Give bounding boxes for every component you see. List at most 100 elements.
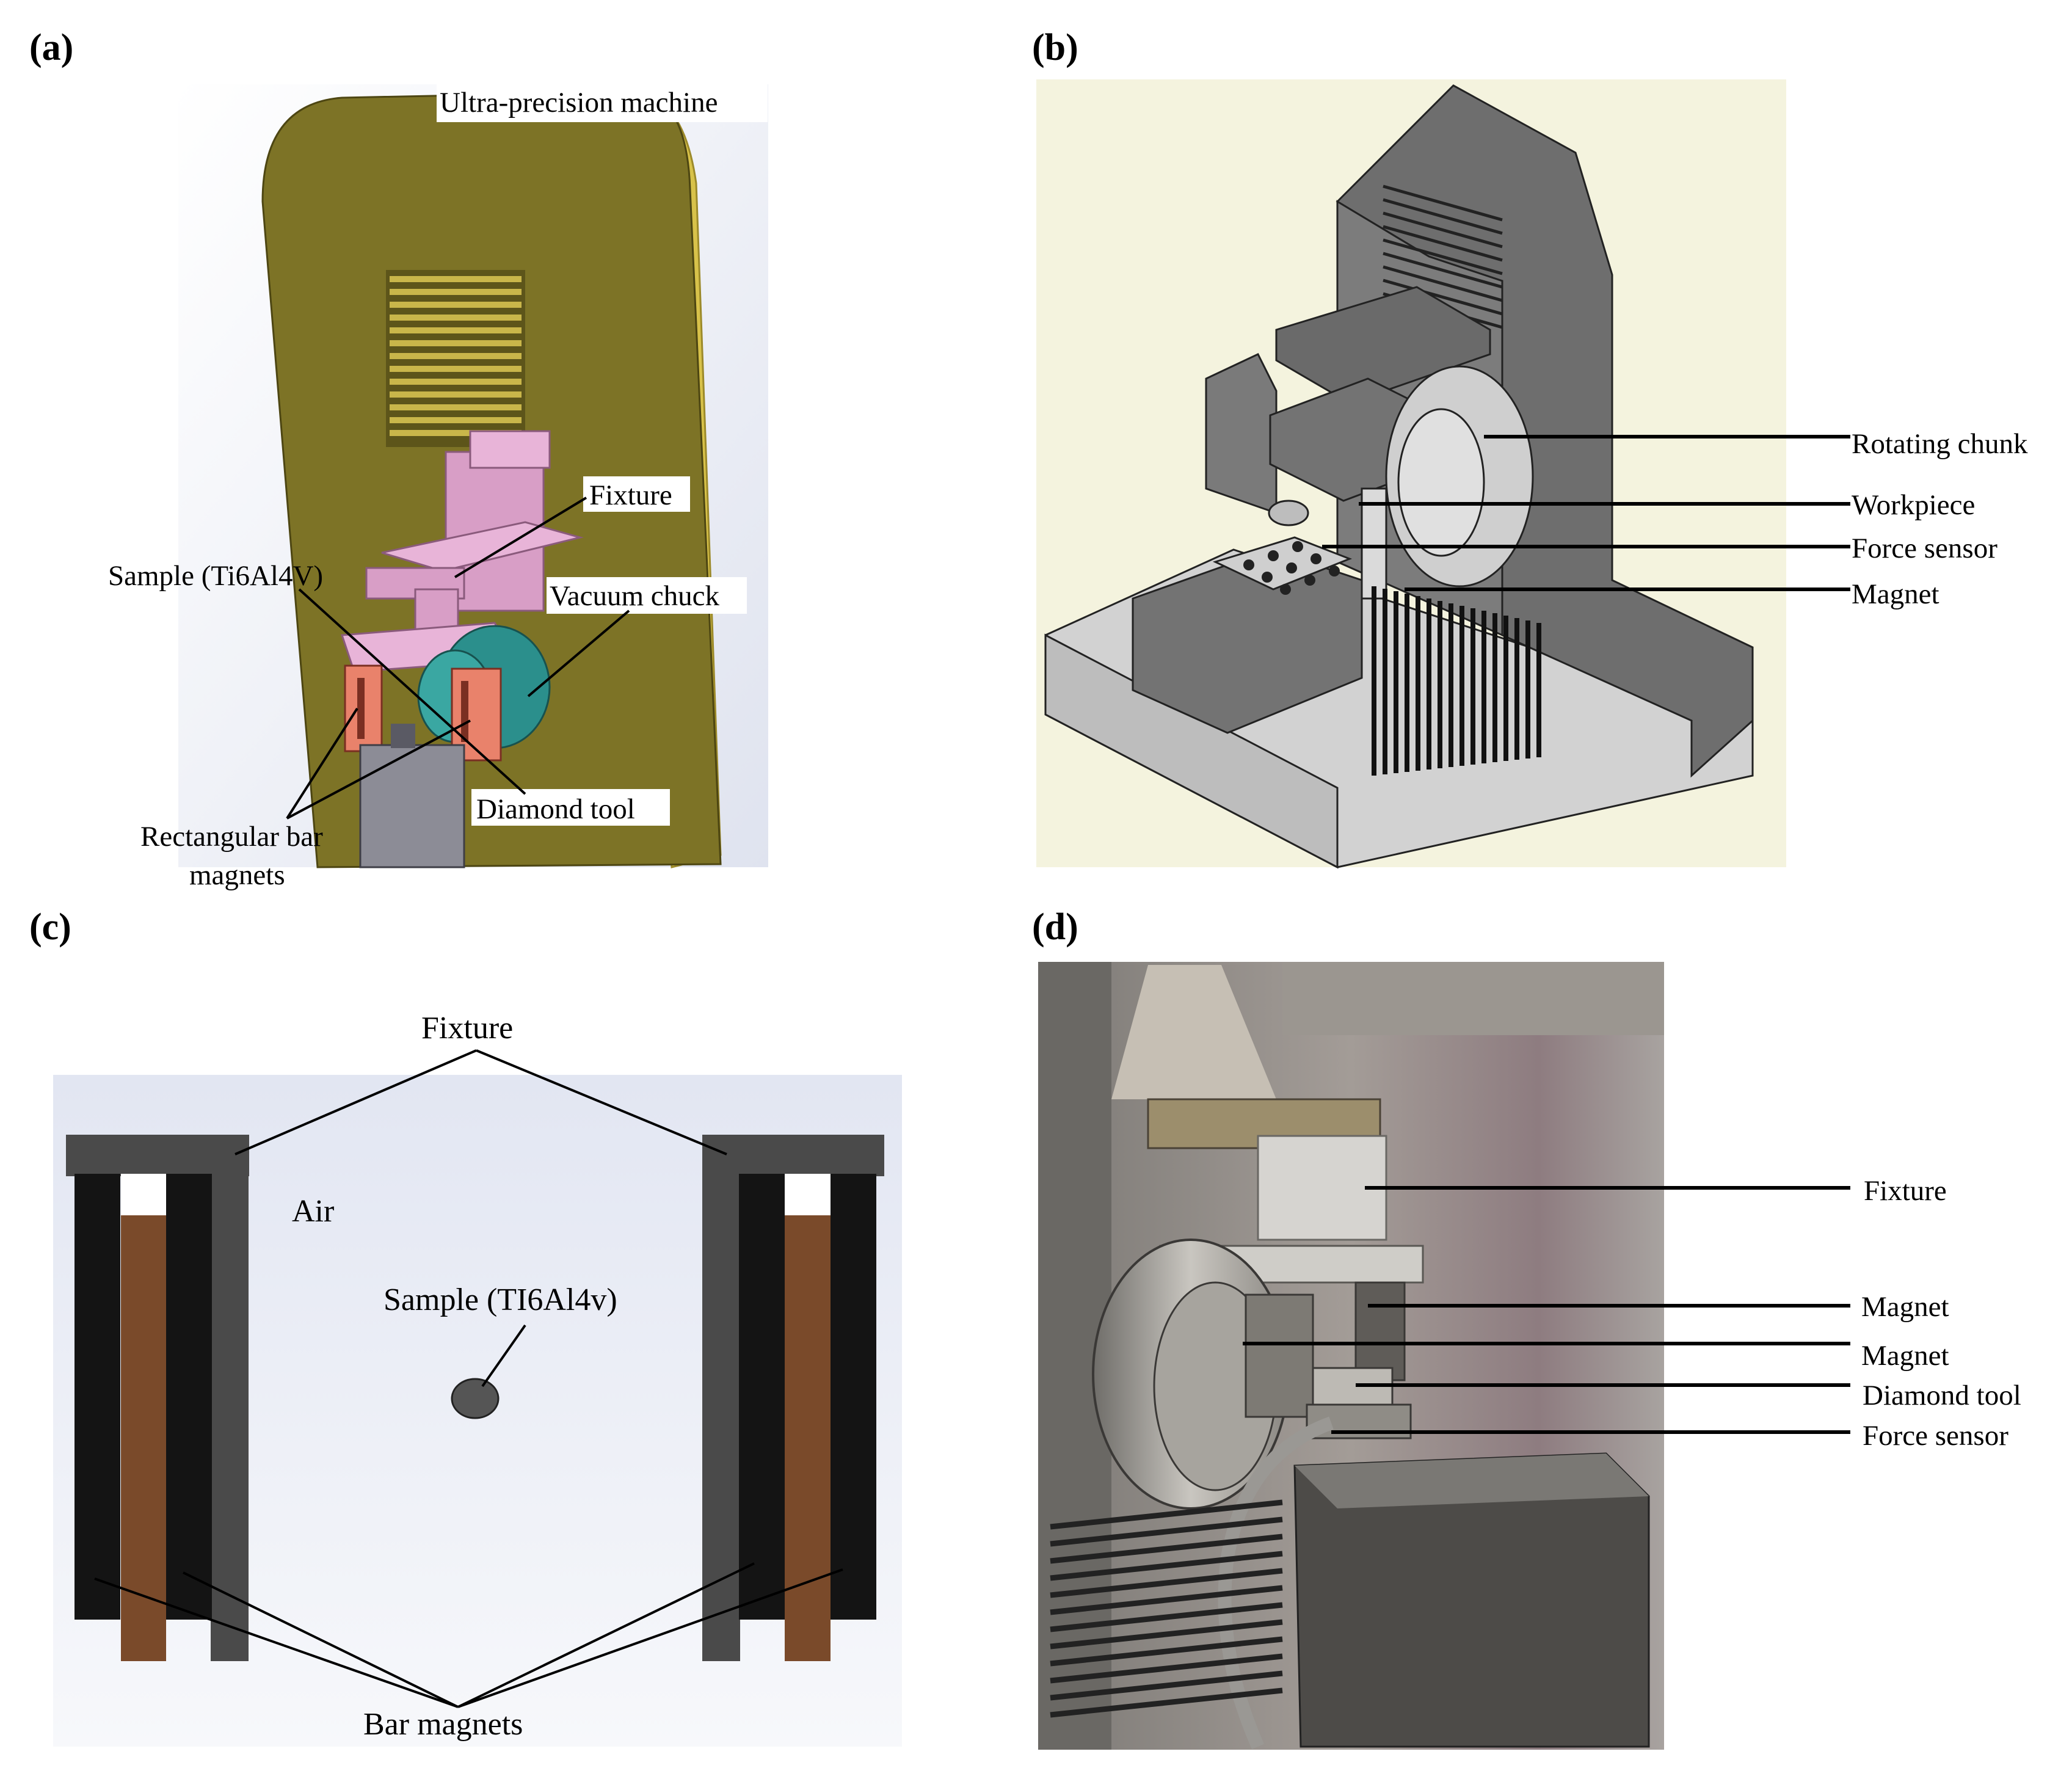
vent-slat <box>390 430 522 436</box>
panel-d: (d) Fixture Magnet Magnet Dia <box>1032 906 2061 1750</box>
leader-fixture-c-right <box>476 1049 727 1155</box>
vent-slat <box>390 391 522 398</box>
panel-b: (b) Rotating chunk Workpiece Force senso… <box>1032 27 2028 869</box>
vent-slat <box>390 302 522 308</box>
vent-slat <box>390 379 522 385</box>
photo-slot <box>1050 1602 1283 1632</box>
vent-slat <box>390 340 522 346</box>
vent-slat <box>390 327 522 333</box>
bar-magnet-core-left <box>121 1215 166 1661</box>
label-bg-diamond <box>471 789 670 826</box>
label-bar-magnets: Bar magnets <box>363 1707 523 1742</box>
leader-bar-magnet-3 <box>457 1562 755 1708</box>
vent-slat <box>390 315 522 321</box>
panel-a: (a) Ultra-precision machi <box>29 27 768 891</box>
leader-magnet-left <box>286 707 358 820</box>
panel-c: (c) Fixture Air Sample (TI6Al4v) Bar mag… <box>29 906 902 1747</box>
column-vent-slat <box>1383 252 1503 289</box>
bellows <box>1372 586 1541 776</box>
magnet-slot-left <box>357 678 365 739</box>
label-air: Air <box>292 1194 334 1229</box>
sensor-hole <box>1329 566 1340 577</box>
column-vent-slat <box>1383 225 1503 262</box>
photo-bellows <box>1050 1499 1283 1718</box>
label-vacuum-chuck: Vacuum chuck <box>550 580 719 612</box>
sensor-hole <box>1292 541 1303 552</box>
magnet-part <box>1361 487 1387 600</box>
photo-magnet-1 <box>1245 1293 1314 1418</box>
photo-front-block-top <box>1295 1453 1649 1508</box>
photo-cone <box>1111 965 1276 1099</box>
column-vent-slat <box>1383 184 1503 222</box>
vent-slat <box>390 404 522 410</box>
photo-slot <box>1050 1653 1283 1684</box>
fixture-leg-left <box>211 1173 249 1661</box>
vent-slat <box>390 417 522 423</box>
vent-slat <box>390 353 522 359</box>
label-force-sensor-b: Force sensor <box>1852 533 1997 564</box>
label-magnet-d-2: Magnet <box>1861 1340 1949 1372</box>
label-magnet-d-1: Magnet <box>1861 1291 1949 1323</box>
fixture-part <box>340 430 584 673</box>
photo-slot <box>1050 1585 1283 1615</box>
column-vent-slat <box>1383 238 1503 275</box>
sensor-hole <box>1268 550 1279 561</box>
panel-c-letter: (c) <box>29 906 71 948</box>
tool-block <box>359 744 465 868</box>
sensor-hole <box>1304 575 1315 586</box>
magnet-slot-right <box>461 681 468 742</box>
column-vent-slat <box>1383 198 1503 235</box>
column-vent-slat <box>1383 265 1503 302</box>
fixture-leg-right <box>702 1173 740 1661</box>
photo-slot <box>1050 1636 1283 1667</box>
label-rotating-chunk: Rotating chunk <box>1852 428 2028 460</box>
label-fixture-d: Fixture <box>1864 1175 1947 1207</box>
gap-left <box>121 1174 166 1215</box>
column-vent-slat <box>1383 211 1503 249</box>
diamond-tool-part <box>391 724 415 748</box>
photo-slot <box>1050 1533 1283 1564</box>
label-bg-machine <box>437 84 768 122</box>
column-vent-slat <box>1383 278 1503 316</box>
panel-d-letter: (d) <box>1032 906 1078 948</box>
photo-front-block <box>1293 1452 1650 1748</box>
label-sample-a: Sample (Ti6Al4V) <box>108 560 323 592</box>
frame-left-outer <box>75 1174 120 1620</box>
leader-bar-magnet-4 <box>457 1568 843 1708</box>
label-force-sensor-d: Force sensor <box>1863 1420 2008 1452</box>
photo-slot <box>1050 1516 1283 1547</box>
fixture-bar-right <box>702 1135 884 1176</box>
leader-sample-a <box>298 588 526 795</box>
label-fixture-c: Fixture <box>421 1011 513 1046</box>
sensor-holes <box>1243 541 1340 595</box>
sensor-hole <box>1243 559 1254 570</box>
leader-vacuum-chuck <box>527 609 630 697</box>
label-bg-vacuum <box>547 577 747 614</box>
panel-b-letter: (b) <box>1032 27 1078 68</box>
label-fixture-a: Fixture <box>589 479 672 511</box>
sensor-hole <box>1286 562 1297 573</box>
label-diamond-tool-d: Diamond tool <box>1863 1380 2021 1411</box>
gap-right <box>785 1174 831 1215</box>
sensor-hole <box>1310 553 1321 564</box>
leader-bar-magnet-2 <box>183 1571 459 1708</box>
sensor-hole <box>1280 584 1291 595</box>
frame-left-inner <box>166 1174 212 1620</box>
leader-fixture-a <box>454 497 587 578</box>
photo-slot <box>1050 1619 1283 1650</box>
label-magnets-line1: Rectangular bar <box>140 821 323 853</box>
leader-sample-c <box>481 1324 526 1388</box>
force-sensor-plate <box>1212 536 1353 591</box>
label-ultra-precision-machine: Ultra-precision machine <box>440 87 718 118</box>
vent-slat <box>390 276 522 282</box>
panel-a-letter: (a) <box>29 27 73 68</box>
vent-slat <box>390 289 522 295</box>
fixture-bar-left <box>66 1135 249 1176</box>
photo-slot <box>1050 1499 1283 1530</box>
column-vent <box>1383 184 1503 329</box>
frame-right-outer <box>831 1174 876 1620</box>
label-workpiece: Workpiece <box>1852 489 1975 521</box>
frame-right-inner <box>739 1174 785 1620</box>
label-magnet-b: Magnet <box>1852 578 1939 610</box>
